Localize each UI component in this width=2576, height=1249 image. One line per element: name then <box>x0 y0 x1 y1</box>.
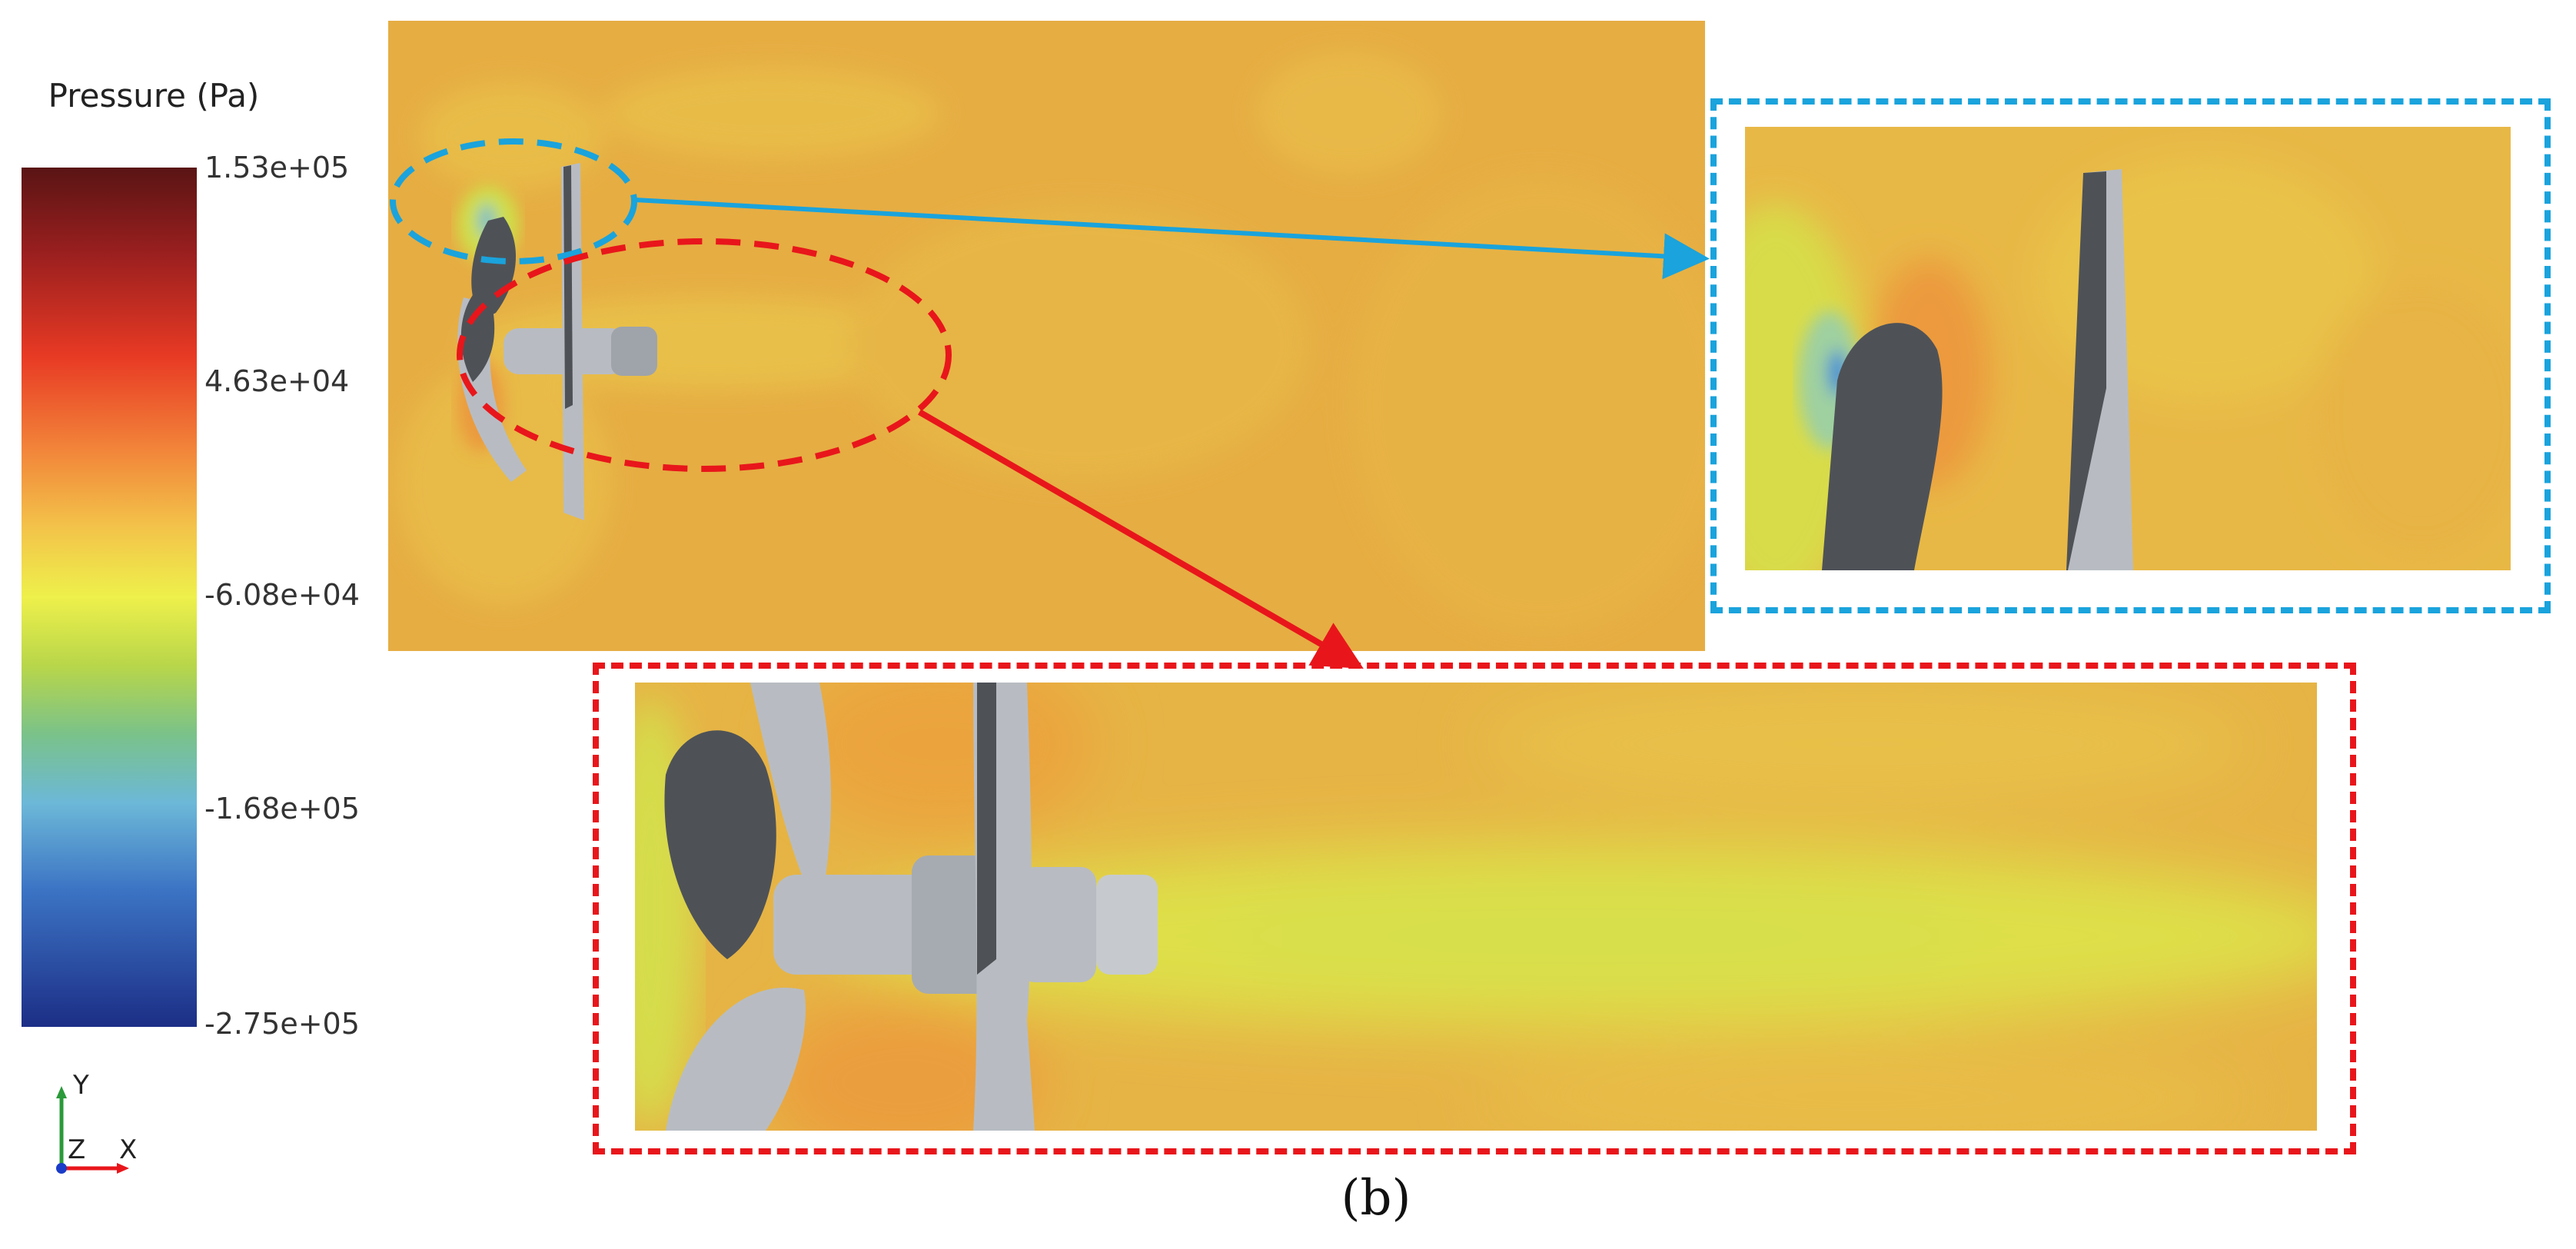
red-highlight-frame <box>593 663 2356 1154</box>
axis-triad: Y Z X <box>56 1072 137 1174</box>
main-pressure-contour <box>388 21 1705 651</box>
blue-zoom-panel <box>1745 127 2511 570</box>
figure-caption: (b) <box>1341 1170 1411 1227</box>
colorbar-title: Pressure (Pa) <box>48 77 260 115</box>
colorbar <box>22 168 197 1027</box>
axis-z-label: Z <box>68 1134 85 1165</box>
axis-x-label: X <box>119 1134 137 1165</box>
propeller-zoom-model <box>664 683 1158 1131</box>
colorbar-tick-3: -6.08e+04 <box>204 578 360 612</box>
blue-highlight-frame <box>1710 98 2551 613</box>
colorbar-tick-4: -1.68e+05 <box>204 792 360 825</box>
axis-y-label: Y <box>72 1072 89 1101</box>
colorbar-tick-max: 1.53e+05 <box>204 151 350 184</box>
colorbar-tick-2: 4.63e+04 <box>204 364 350 398</box>
colorbar-tick-min: -2.75e+05 <box>204 1007 360 1041</box>
red-zoom-panel <box>635 683 2317 1131</box>
